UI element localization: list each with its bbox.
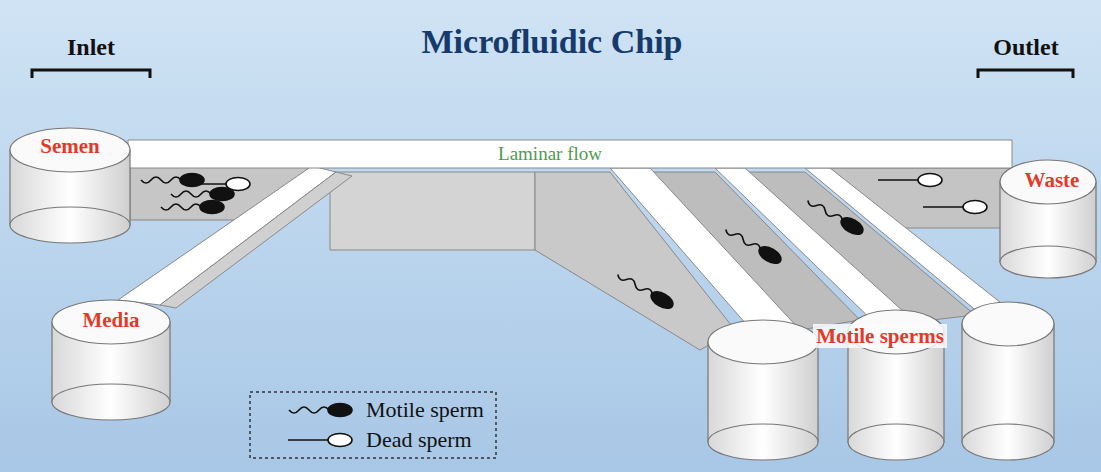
flow-label: Laminar flow [498,143,602,165]
dead-sperm-icon [288,434,352,447]
central-wall [330,172,535,250]
outlet-reservoir-label: Motile sperms [813,324,947,348]
motile-sperm-icon [805,195,866,238]
motile-sperm-icon [615,269,676,312]
motile-sperm-icon [171,188,234,201]
reservoir-label: Semen [40,134,100,159]
outlet-channel [715,168,915,328]
inlet-label: Inlet [67,34,115,62]
outlet-label: Outlet [993,34,1058,62]
motile-sperm-icon [161,201,224,214]
reservoir-node: Waste [1021,166,1084,195]
media-channel-wall [160,172,352,308]
outlet-reservoir [962,302,1054,460]
dead-sperm-icon [923,201,987,214]
outlet-bracket [978,70,1073,78]
reservoir-node: Media [78,306,143,335]
motile-sperm-icon [289,404,352,417]
waste-reservoir [1000,160,1096,278]
chip-title: Microfluidic Chip [422,22,683,61]
media-channel [118,166,336,305]
outlet-channel [805,168,1010,318]
reservoir-label: Waste [1025,168,1080,193]
media-reservoir [52,300,170,420]
main-channel [128,140,1012,168]
dead-sperm-icon [878,174,942,187]
inlet-bracket [32,70,150,78]
reservoir-node: Semen [36,132,104,161]
legend-text: Dead sperm [366,427,472,452]
legend-text: Motile sperm [366,397,484,422]
legend-frame [250,392,496,458]
semen-reservoir [10,128,130,243]
motile-sperm-icon [723,224,784,267]
reservoir-label: Media [82,308,139,333]
outlet-reservoir [708,320,818,460]
